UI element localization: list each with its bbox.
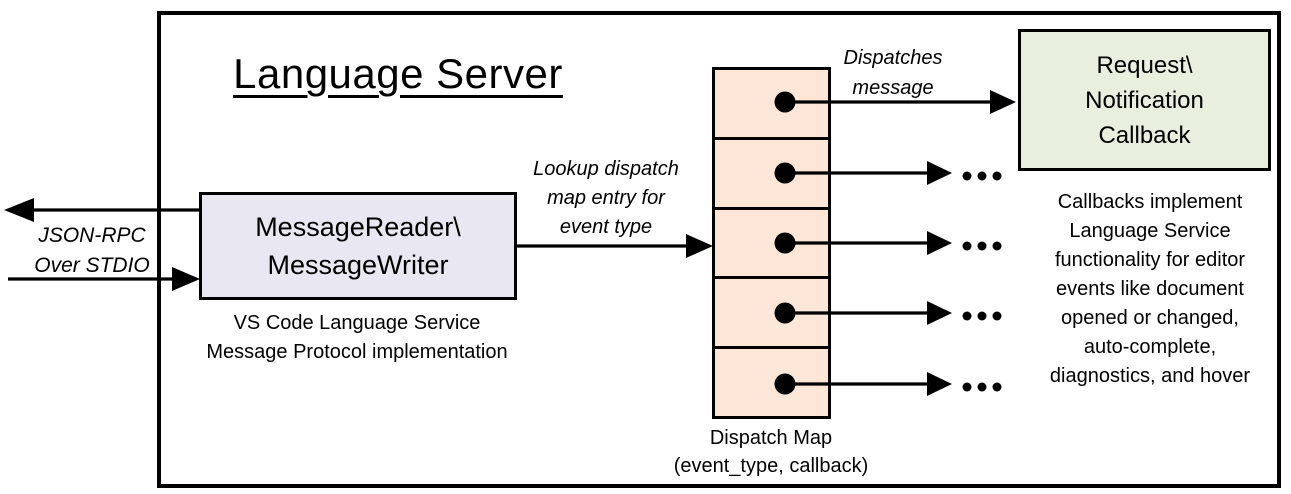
callback-caption-line: functionality for editor	[1054, 249, 1246, 271]
lookup-label-line2: map entry for	[547, 187, 665, 209]
callback-caption-line: events like document	[1056, 278, 1244, 300]
message-box-caption: VS Code Language Service Message Protoco…	[187, 309, 527, 367]
dispatch-map-label: Dispatch Map (event_type, callback)	[631, 424, 911, 480]
message-box-line1: MessageReader\	[255, 212, 461, 242]
callback-caption-line: opened or changed,	[1061, 307, 1239, 329]
lookup-dispatch-label: Lookup dispatch map entry for event type	[496, 155, 716, 242]
dispatch-map-cell	[715, 209, 828, 280]
callback-caption-line: Callbacks implement	[1057, 191, 1243, 213]
dispatch-map-cell	[715, 349, 828, 416]
dispatch-map-box	[712, 67, 831, 419]
dispatch-map-label-line1: Dispatch Map	[709, 427, 833, 449]
callback-caption-line: diagnostics, and hover	[1049, 365, 1251, 387]
dispatch-map-label-line2: (event_type, callback)	[673, 455, 869, 477]
callback-box-line2: Notification	[1085, 86, 1204, 114]
dispatches-label-line1: Dispatches	[843, 47, 943, 69]
dispatches-message-label: Dispatches message	[793, 43, 993, 103]
language-server-boundary-box	[157, 11, 1281, 488]
json-rpc-stdio-label: JSON-RPC Over STDIO	[17, 221, 167, 281]
io-label-line1: JSON-RPC	[38, 224, 146, 247]
request-notification-callback-box: Request\ Notification Callback	[1018, 29, 1271, 171]
callback-caption-line: Language Service	[1069, 220, 1231, 242]
callback-box-line1: Request\	[1096, 51, 1193, 79]
dispatch-map-cell	[715, 279, 828, 350]
message-reader-writer-box: MessageReader\ MessageWriter	[199, 192, 517, 300]
dispatch-map-cell	[715, 70, 828, 140]
diagram-title: Language Server	[233, 50, 563, 97]
message-caption-line1: VS Code Language Service	[233, 312, 481, 334]
dispatches-label-line2: message	[852, 77, 934, 99]
dispatch-map-cell	[715, 139, 828, 210]
lookup-label-line3: event type	[559, 216, 653, 238]
message-caption-line2: Message Protocol implementation	[206, 341, 508, 363]
message-box-line2: MessageWriter	[267, 250, 449, 280]
lookup-label-line1: Lookup dispatch	[533, 158, 679, 180]
io-label-line2: Over STDIO	[34, 254, 150, 277]
callback-box-line3: Callback	[1098, 121, 1191, 149]
callback-caption: Callbacks implement Language Service fun…	[1013, 188, 1287, 391]
callback-caption-line: auto-complete,	[1083, 336, 1217, 358]
